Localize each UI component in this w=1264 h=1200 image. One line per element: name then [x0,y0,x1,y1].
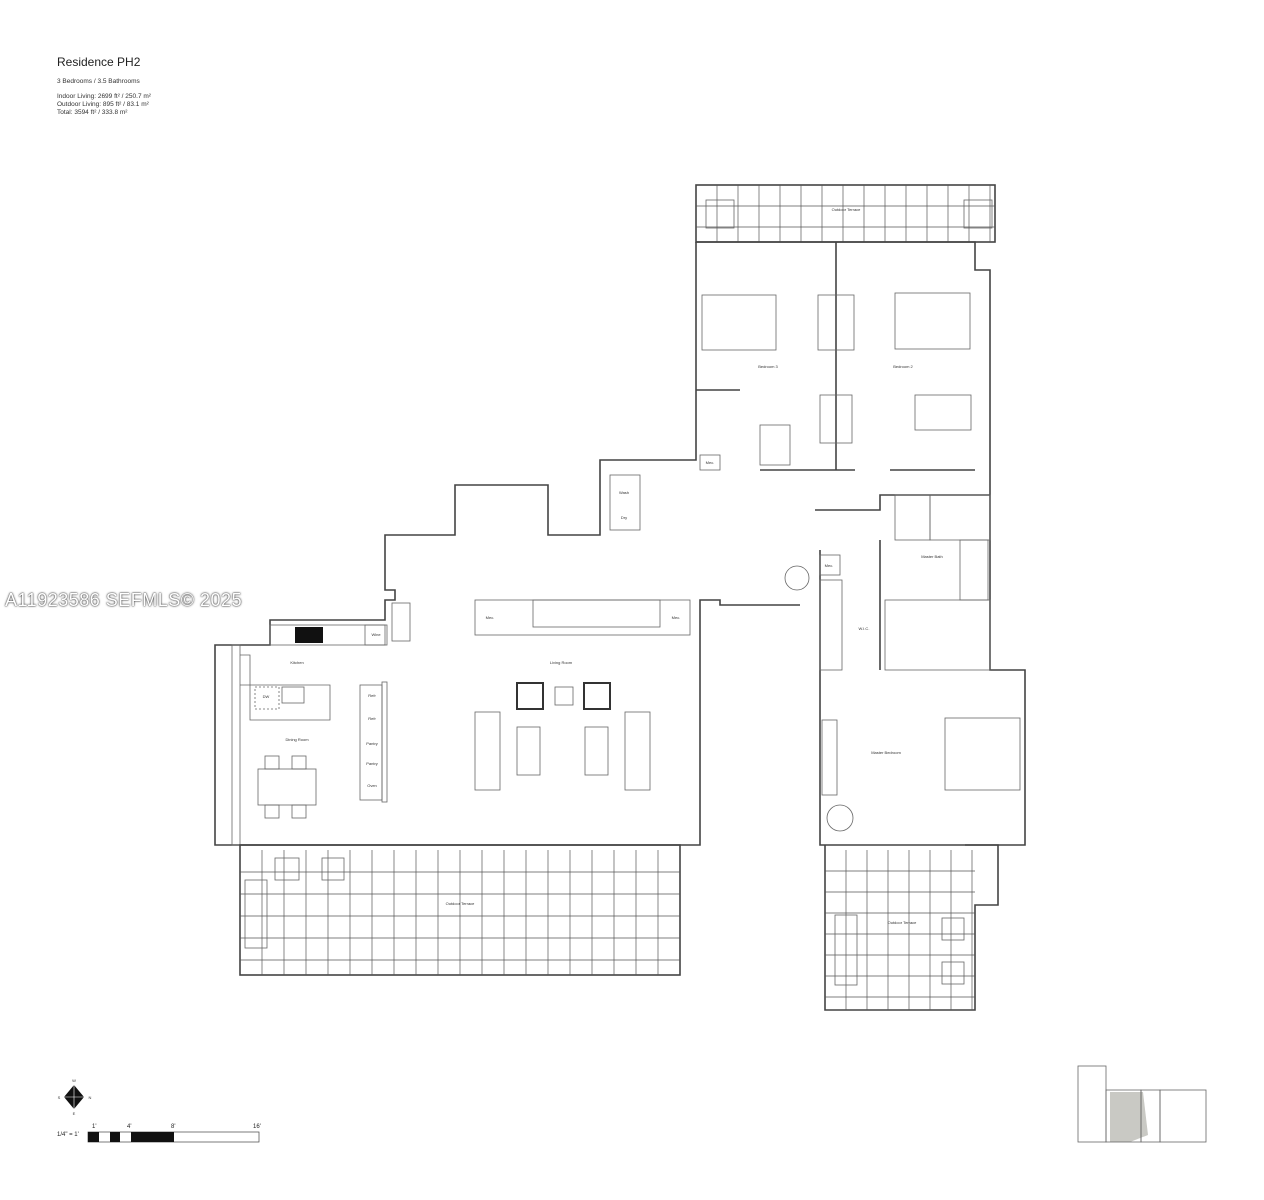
scale-bar [87,1131,260,1143]
bedroom-wing [214,241,1026,846]
label-oven: Oven [367,783,377,788]
indoor-area: Indoor Living: 2699 ft² / 250.7 m² [57,93,151,100]
label-bedroom3: Bedroom 3 [758,364,778,369]
compass-n: N [89,1095,92,1100]
label-mec: Mec. [672,615,681,620]
label-kitchen: Kitchen [290,660,303,665]
label-wash: Wash [619,490,629,495]
label-refr: Refr [368,693,376,698]
scale-tick: 4' [127,1124,132,1130]
scale-tick: 16' [253,1124,261,1130]
label-terrace-main: Outdoor Terrace [446,901,476,906]
plan-header: Residence PH2 3 Bedrooms / 3.5 Bathrooms… [57,55,151,117]
label-terrace-top: Outdoor Terrace [832,207,862,212]
label-mec: Mec. [706,460,715,465]
outdoor-area: Outdoor Living: 895 ft² / 83.1 m² [57,101,149,108]
watermark: A11923586 SEFMLS© 2025 [5,590,243,610]
scale-tick: 1' [92,1124,97,1130]
label-refr: Refr [368,716,376,721]
label-bedroom2: Bedroom 2 [893,364,913,369]
main-terrace [239,844,681,976]
compass-s: S [58,1095,61,1100]
label-master-bath: Master Bath [921,554,943,559]
master-terrace [824,844,999,1011]
kitchen-living [231,599,691,846]
label-terrace-master: Outdoor Terrace [888,920,918,925]
label-pantry: Pantry [366,761,378,766]
scale-caption: 1/4" = 1' [57,1132,79,1138]
compass-icon: W S N E [58,1078,92,1116]
label-dw: DW [263,694,270,699]
total-area: Total: 3594 ft² / 333.8 m² [57,109,128,116]
residence-title: Residence PH2 [57,55,141,69]
label-dining: Dining Room [285,737,309,742]
bedrooms-baths: 3 Bedrooms / 3.5 Bathrooms [57,78,140,85]
compass-w: W [72,1078,76,1083]
label-pantry: Pantry [366,741,378,746]
key-plan [1077,1065,1207,1143]
label-mec: Mec. [486,615,495,620]
master-suite [784,494,1021,846]
top-terrace [695,184,996,243]
label-wic: W.I.C. [859,626,870,631]
label-wine: Wine [371,632,381,637]
label-dry: Dry [621,515,627,520]
label-master-bedroom: Master Bedroom [871,750,901,755]
compass-e: E [73,1111,76,1116]
label-mec: Mec. [825,563,834,568]
label-living: Living Room [550,660,573,665]
scale-tick: 8' [171,1124,176,1130]
